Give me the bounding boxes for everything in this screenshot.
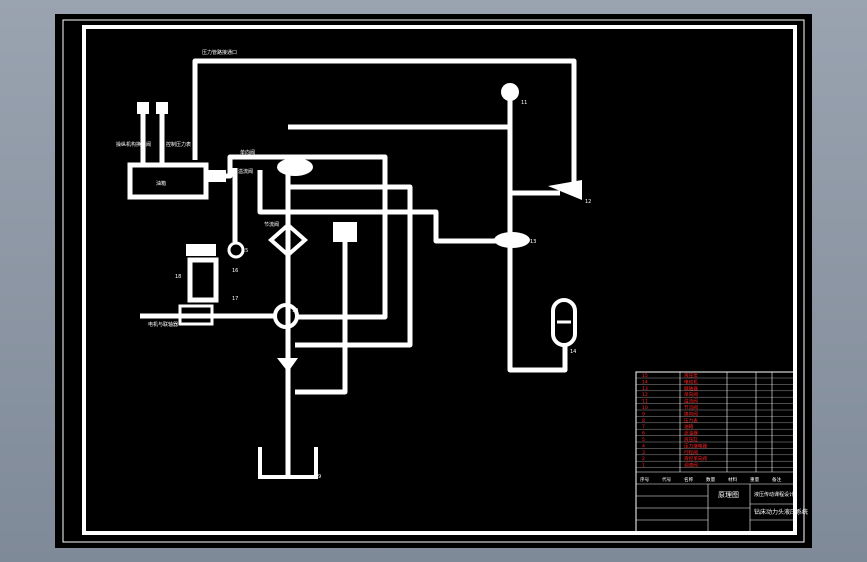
cylinder-icon — [178, 304, 214, 326]
num-14: 14 — [570, 349, 576, 355]
valve-small — [208, 170, 226, 182]
solenoid-valve-icon — [333, 222, 357, 242]
num-9: 9 — [318, 474, 321, 480]
label-top-pipe: 压力管路接通口 — [202, 49, 237, 56]
parts-header-cell: 备注 — [772, 476, 782, 483]
num-16: 16 — [232, 268, 238, 274]
parts-row-name: 液控单向阀 — [684, 455, 707, 462]
label-mid-b: 溢流阀 — [238, 168, 253, 175]
parts-row-code: 15 — [642, 373, 648, 379]
parts-row-name: 单向阀 — [684, 391, 698, 398]
label-motor: 电机与联轴器 — [148, 321, 178, 328]
gauge-stem-a — [137, 102, 149, 114]
component-symbols — [127, 83, 582, 479]
parts-header-cell: 数量 — [706, 476, 716, 483]
title-sub: 液压传动课程设计 — [754, 491, 794, 498]
parts-row-name: 节流阀 — [684, 404, 698, 411]
control-valve-box — [127, 162, 209, 200]
parts-row-code: 14 — [642, 379, 648, 385]
parts-list: 液压泵15电动机14联轴器13单向阀12溢流阀11节流阀10换向阀9压力表8油箱… — [636, 372, 794, 483]
pressure-gauge-icon — [501, 83, 519, 101]
parts-row-code: 1 — [642, 463, 645, 469]
parts-row-code: 3 — [642, 450, 645, 456]
parts-row-name: 换向阀 — [684, 410, 698, 417]
parts-row-code: 10 — [642, 405, 648, 411]
parts-row-code: 12 — [642, 392, 648, 398]
pump-icon — [273, 303, 299, 329]
parts-row-code: 9 — [642, 411, 645, 417]
label-left-a: 操纵机构换向阀 — [116, 141, 151, 148]
parts-row-name: 调速阀 — [684, 462, 698, 469]
parts-row-name: 油箱 — [684, 423, 694, 430]
outer-border — [62, 19, 805, 543]
parts-row-code: 7 — [642, 424, 645, 430]
motor-icon — [186, 244, 216, 256]
gauge-stem-b — [156, 102, 168, 114]
throttle-valve-icon — [494, 232, 530, 248]
motor-body-icon — [187, 257, 219, 303]
num-15: 15 — [242, 248, 248, 254]
num-12: 12 — [585, 199, 591, 205]
inner-border — [82, 25, 797, 535]
parts-row-name: 压力继电器 — [684, 442, 707, 449]
motor-coupler-icon — [227, 241, 245, 259]
tank-icon — [258, 447, 318, 479]
parts-header-cell: 名称 — [684, 476, 694, 483]
label-mid-a: 单向阀 — [240, 149, 255, 156]
title-main: 钻床动力头液压系统 — [754, 508, 808, 516]
parts-row-code: 6 — [642, 431, 645, 437]
filter-icon — [267, 222, 309, 258]
parts-row-code: 11 — [642, 399, 648, 405]
parts-row-name: 液压泵 — [684, 372, 698, 379]
parts-row-code: 8 — [642, 418, 645, 424]
parts-row-name: 压力表 — [684, 417, 698, 424]
num-18: 18 — [175, 274, 181, 280]
num-11: 11 — [521, 100, 527, 106]
parts-row-name: 行程阀 — [684, 449, 698, 456]
parts-row-code: 4 — [642, 443, 645, 449]
num-10: 10 — [292, 308, 298, 314]
title-drawing-name: 原理图 — [718, 491, 739, 499]
accumulator-icon — [551, 298, 577, 347]
parts-header-cell: 代号 — [662, 476, 672, 483]
title-block: 液压泵15电动机14联轴器13单向阀12溢流阀11节流阀10换向阀9压力表8油箱… — [635, 371, 808, 533]
relief-valve-icon — [548, 180, 582, 200]
parts-row-name: 联轴器 — [684, 385, 698, 392]
label-tank: 油箱 — [156, 180, 166, 187]
parts-row-name: 滤油器 — [684, 430, 698, 437]
sheet-background — [55, 14, 812, 548]
parts-row-code: 5 — [642, 437, 645, 443]
parts-row-name: 电动机 — [684, 378, 698, 385]
check-valve-low-icon — [277, 358, 298, 372]
parts-header-cell: 材料 — [728, 476, 738, 483]
num-13: 13 — [530, 239, 536, 245]
parts-row-code: 2 — [642, 456, 645, 462]
label-left-b: 控制压力表 — [166, 141, 191, 148]
num-17: 17 — [232, 296, 238, 302]
parts-header-cell: 序号 — [640, 476, 650, 483]
parts-row-name: 液压缸 — [684, 436, 698, 443]
diagram-labels: 压力管路接通口 操纵机构换向阀 控制压力表 油箱 单向阀 溢流阀 节流阀 电机与… — [116, 49, 591, 480]
check-valve-icon — [277, 158, 313, 176]
parts-row-name: 溢流阀 — [684, 398, 698, 405]
parts-row-code: 13 — [642, 386, 648, 392]
pipe-network — [140, 58, 577, 475]
label-mid-c: 节流阀 — [264, 221, 279, 228]
parts-header-cell: 重量 — [750, 476, 760, 483]
